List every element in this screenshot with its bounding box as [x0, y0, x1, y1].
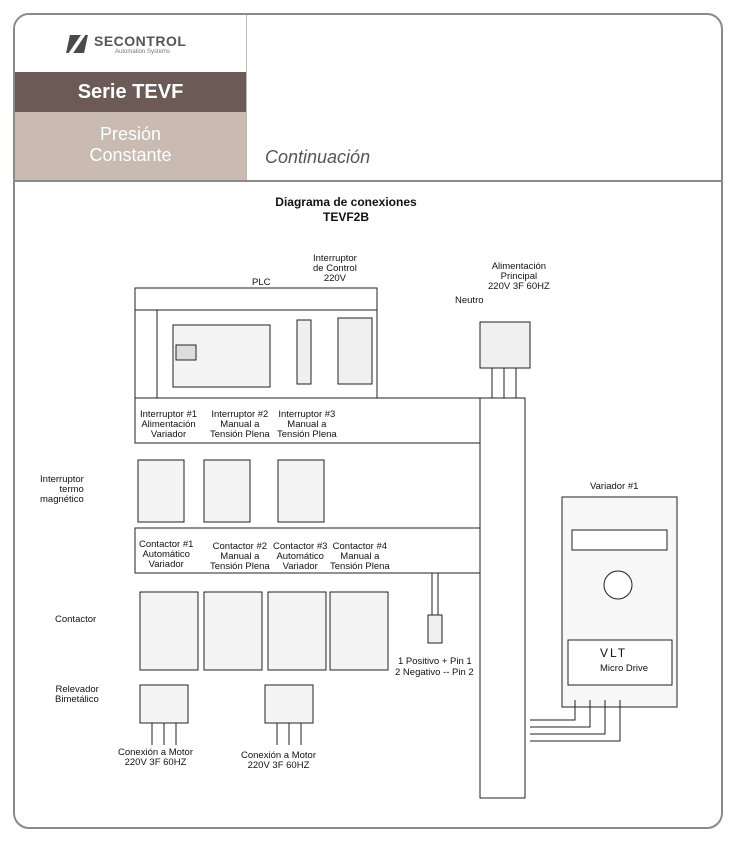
presion-line: Presión	[99, 124, 162, 144]
variador-label: Variador #1	[590, 481, 639, 492]
interruptor-3-label-line: Manual a	[287, 419, 327, 430]
relevador-label-line: Relevador	[55, 684, 99, 695]
diagram-model-line: TEVF2B	[322, 210, 369, 224]
relay-1	[139, 684, 189, 724]
power-riser	[479, 397, 526, 799]
contactor-2-label-line: Tensión Plena	[210, 561, 270, 572]
contactor-3	[267, 591, 327, 671]
interruptor-control-label-line: Interruptor	[313, 253, 357, 264]
alimentacion-label-line: Principal	[500, 271, 538, 282]
interruptor-2-label-line: Interruptor #2	[211, 409, 269, 420]
alimentacion-label: Alimentación Principal 220V 3F 60HZ	[488, 262, 550, 292]
contactor-2-label-line: Manual a	[220, 551, 260, 562]
contactor-bar	[134, 527, 481, 574]
interruptor-1-label: Interruptor #1 Alimentación Variador	[140, 410, 197, 440]
motor-1-label-line: 220V 3F 60HZ	[124, 757, 187, 768]
main-breaker	[479, 321, 531, 369]
contactor-1-label-line: Contactor #1	[139, 539, 194, 550]
interruptor-control-label: Interruptor de Control 220V	[313, 254, 357, 284]
contactor-4-label-line: Contactor #4	[332, 541, 388, 552]
interruptor-termo-label: Interruptor termo magnético	[40, 475, 84, 505]
logo-area: SECONTROL Automation Systems	[15, 15, 247, 72]
breaker-3	[277, 459, 325, 523]
interruptor-2-label-line: Manual a	[220, 419, 260, 430]
control-switch-1	[296, 319, 312, 385]
contactor-3-label-line: Contactor #3	[273, 541, 328, 552]
contactor-1-label: Contactor #1 Automático Variador	[139, 540, 193, 570]
interruptor-1-label-line: Variador	[150, 429, 187, 440]
interruptor-2-label: Interruptor #2 Manual a Tensión Plena	[210, 410, 270, 440]
logo-name: SECONTROL	[94, 33, 187, 49]
page-frame: SECONTROL Automation Systems Serie TEVF …	[13, 13, 723, 829]
diagram-title: Diagrama de conexiones TEVF2B	[200, 195, 492, 225]
interruptor-3-label-line: Tensión Plena	[277, 429, 337, 440]
contactor-3-label-line: Variador	[282, 561, 318, 572]
alimentacion-label-line: Alimentación	[491, 261, 547, 272]
interruptor-3-label-line: Interruptor #3	[278, 409, 336, 420]
interruptor-termo-label-line: magnético	[40, 494, 84, 505]
plc-label: PLC	[252, 277, 271, 288]
contactor-2-label: Contactor #2 Manual a Tensión Plena	[210, 542, 270, 572]
alimentacion-label-line: 220V 3F 60HZ	[488, 281, 550, 292]
contactor-1-label-line: Variador	[148, 559, 184, 570]
contactor-3-label: Contactor #3 Automático Variador	[273, 542, 327, 572]
contactor-1-label-line: Automático	[142, 549, 190, 560]
vlt-name: VLT	[600, 646, 628, 660]
control-switch-2	[337, 317, 373, 385]
plc-bar	[134, 287, 378, 311]
contactor-3-label-line: Automático	[276, 551, 324, 562]
presion-constante-label: Presión Constante	[15, 112, 247, 180]
motor-2-label-line: 220V 3F 60HZ	[247, 760, 310, 771]
contactor-4-label-line: Tensión Plena	[330, 561, 390, 572]
relay-2	[264, 684, 314, 724]
interruptor-termo-label-line: termo	[59, 484, 84, 495]
contactor-2-label-line: Contactor #2	[212, 541, 268, 552]
neutro-label: Neutro	[455, 295, 484, 306]
breaker-1	[137, 459, 185, 523]
breaker-2	[203, 459, 251, 523]
contactor-4-label-line: Manual a	[340, 551, 380, 562]
interruptor-control-label-line: de Control	[313, 263, 357, 274]
interruptor-1-label-line: Alimentación	[141, 419, 196, 430]
contactor-label: Contactor	[55, 614, 97, 625]
header-divider	[15, 180, 721, 182]
interruptor-control-label-line: 220V	[323, 273, 347, 284]
interruptor-termo-label-line: Interruptor	[40, 474, 84, 485]
negativo-label: 2 Negativo -- Pin 2	[395, 667, 474, 678]
diagram-title-line: Diagrama de conexiones	[275, 195, 417, 209]
relevador-label: Relevador Bimetálico	[55, 685, 99, 705]
continuacion-heading: Continuación	[265, 147, 371, 167]
contactor-4	[329, 591, 389, 671]
interruptor-3-label: Interruptor #3 Manual a Tensión Plena	[277, 410, 337, 440]
relevador-label-line: Bimetálico	[55, 694, 99, 705]
contactor-2	[203, 591, 263, 671]
positivo-label: 1 Positivo + Pin 1	[398, 656, 472, 667]
constante-line: Constante	[89, 145, 172, 165]
motor-2-label-line: Conexión a Motor	[241, 750, 316, 761]
interruptor-2-label-line: Tensión Plena	[210, 429, 270, 440]
contactor-1	[139, 591, 199, 671]
logo-tagline: Automation Systems	[115, 49, 171, 55]
signal-connector	[427, 614, 443, 644]
motor-1-label: Conexión a Motor 220V 3F 60HZ	[118, 748, 193, 768]
serie-title: Serie TEVF	[15, 72, 247, 112]
contactor-4-label: Contactor #4 Manual a Tensión Plena	[330, 542, 390, 572]
motor-1-label-line: Conexión a Motor	[118, 747, 193, 758]
motor-2-label: Conexión a Motor 220V 3F 60HZ	[241, 751, 316, 771]
interruptor-1-label-line: Interruptor #1	[140, 409, 198, 420]
vlt-model: Micro Drive	[600, 663, 649, 674]
